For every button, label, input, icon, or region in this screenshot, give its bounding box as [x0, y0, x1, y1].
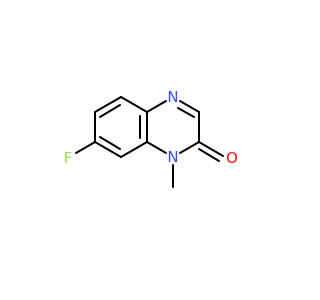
bond-c2-o [198, 141, 224, 157]
nitrogen-atom-label-bottom: N [167, 148, 178, 166]
molecule-diagram: F N N O [63, 88, 238, 188]
bond-n4-c3 [179, 100, 200, 113]
bond-c5-c6 [94, 96, 122, 113]
bond-n1-c8a [146, 141, 167, 154]
bond-c7-c8-inner [99, 136, 121, 150]
bond-c4a-c5 [120, 96, 148, 113]
bond-c8-c8a [120, 141, 148, 158]
fluorine-atom-label: F [64, 149, 73, 167]
bond-n4-c3-inner [177, 107, 195, 118]
bond-c7-c8 [94, 141, 122, 158]
bond-c2-n1 [179, 141, 200, 154]
bond-c5-c6-inner [99, 104, 121, 118]
bond-c4a-n4 [146, 100, 167, 113]
oxygen-atom-label: O [226, 149, 238, 167]
bond-c7-f [75, 141, 96, 154]
nitrogen-atom-label-top: N [167, 88, 178, 106]
bond-c2-o-second [198, 148, 220, 162]
structure-svg: F N N O [64, 88, 238, 188]
